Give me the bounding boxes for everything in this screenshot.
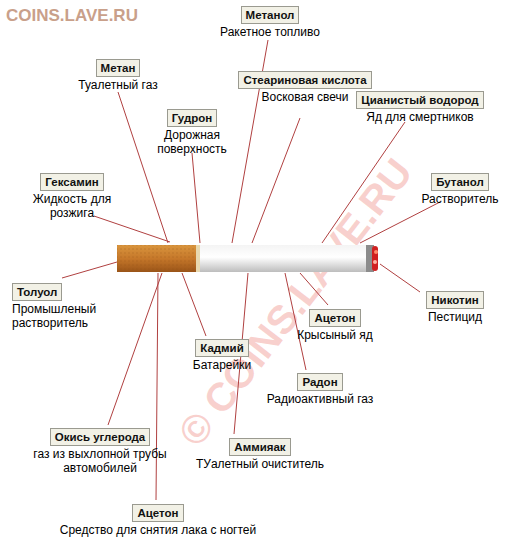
chemical-name: Гексамин	[40, 173, 103, 191]
chemical-use: Ракетное топливо	[220, 25, 320, 39]
chemical-callout: АммияакТУалетный очиститель	[196, 437, 324, 471]
chemical-use: Жидкость для розжига	[28, 192, 116, 220]
chemical-use: газ из выхлопной трубы автомобилей	[25, 447, 175, 475]
chemical-use: Радиоактивный газ	[267, 392, 374, 406]
chemical-use: Крысыный яд	[297, 328, 373, 342]
chemical-name: Метан	[96, 59, 141, 77]
chemical-name: Радон	[297, 373, 342, 391]
chemical-callout: Окись углеродагаз из выхлопной трубы авт…	[25, 427, 175, 475]
chemical-use: Туалетный газ	[78, 78, 157, 92]
chemical-name: Никотин	[426, 291, 483, 309]
chemical-use: Промышленый растворитель	[12, 302, 112, 330]
chemical-name: Стеариновая кислота	[238, 71, 371, 89]
chemical-name: Гудрон	[167, 109, 218, 127]
chemical-callout: КадмийБатарейки	[193, 338, 251, 372]
chemical-use: Средство для снятия лака с ногтей	[60, 523, 256, 537]
chemical-callout: МетанолРакетное топливо	[220, 5, 320, 39]
chemical-callout: НикотинПестицид	[426, 290, 483, 324]
chemical-name: Толуол	[12, 283, 62, 301]
chemical-use: Батарейки	[193, 358, 251, 372]
chemical-callout: АцетонСредство для снятия лака с ногтей	[60, 503, 256, 537]
watermark: COINS.LAVE.RU	[6, 6, 138, 26]
chemical-name: Ацетон	[309, 309, 360, 327]
chemical-callout: АцетонКрысыный яд	[297, 308, 373, 342]
chemical-name: Метанол	[241, 6, 300, 24]
chemical-use: Восковая свечи	[245, 90, 365, 104]
chemical-name: Бутанол	[431, 173, 489, 191]
chemical-use: Яд для смертников	[356, 110, 483, 124]
chemical-use: ТУалетный очиститель	[196, 457, 324, 471]
chemical-callout: МетанТуалетный газ	[78, 58, 157, 92]
watermark: © COINS.LAVE.RU	[170, 150, 422, 454]
chemical-name: Цианистый водород	[356, 91, 483, 109]
chemical-use: Растворитель	[422, 192, 499, 206]
chemical-callout: Цианистый водородЯд для смертников	[356, 90, 483, 124]
chemical-name: Аммияак	[229, 438, 290, 456]
chemical-callout: Стеариновая кислотаВосковая свечи	[238, 70, 371, 104]
chemical-callout: ГудронДорожная поверхность	[147, 108, 237, 156]
chemical-use: Пестицид	[426, 310, 483, 324]
chemical-callout: ТолуолПромышленый растворитель	[12, 282, 112, 330]
chemical-name: Ацетон	[132, 504, 183, 522]
chemical-use: Дорожная поверхность	[147, 128, 237, 156]
chemical-name: Кадмий	[195, 339, 249, 357]
chemical-callout: РадонРадиоактивный газ	[267, 372, 374, 406]
chemical-callout: БутанолРастворитель	[422, 172, 499, 206]
chemical-callout: ГексаминЖидкость для розжига	[28, 172, 116, 220]
chemical-name: Окись углерода	[50, 428, 150, 446]
